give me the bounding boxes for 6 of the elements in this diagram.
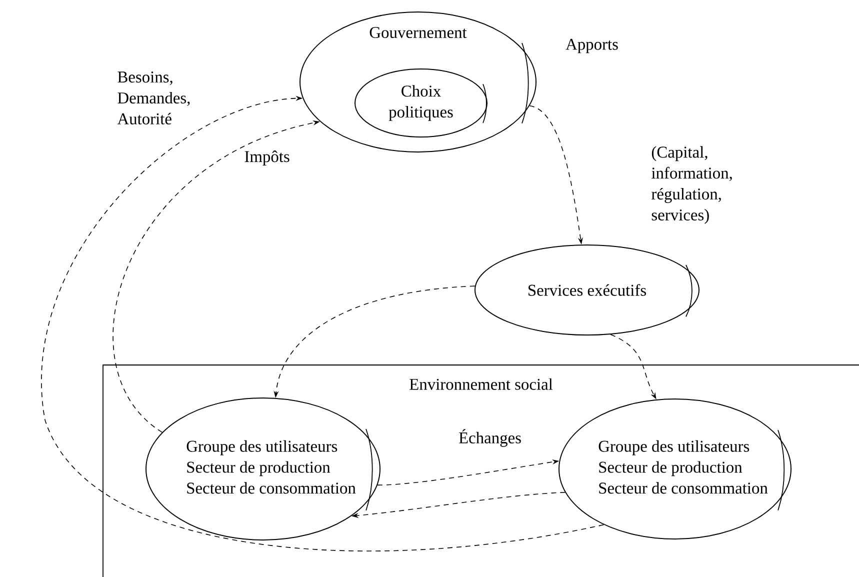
annotation: (Capital, information, régulation, services) bbox=[650, 145, 758, 225]
edge-label: Impôts bbox=[243, 150, 291, 166]
dashed-arrow bbox=[41, 96, 604, 552]
edge-label: Échanges bbox=[458, 428, 522, 448]
edge-label: Besoins, Demandes, Autorité bbox=[116, 70, 196, 126]
annotation: Apports bbox=[564, 38, 620, 54]
